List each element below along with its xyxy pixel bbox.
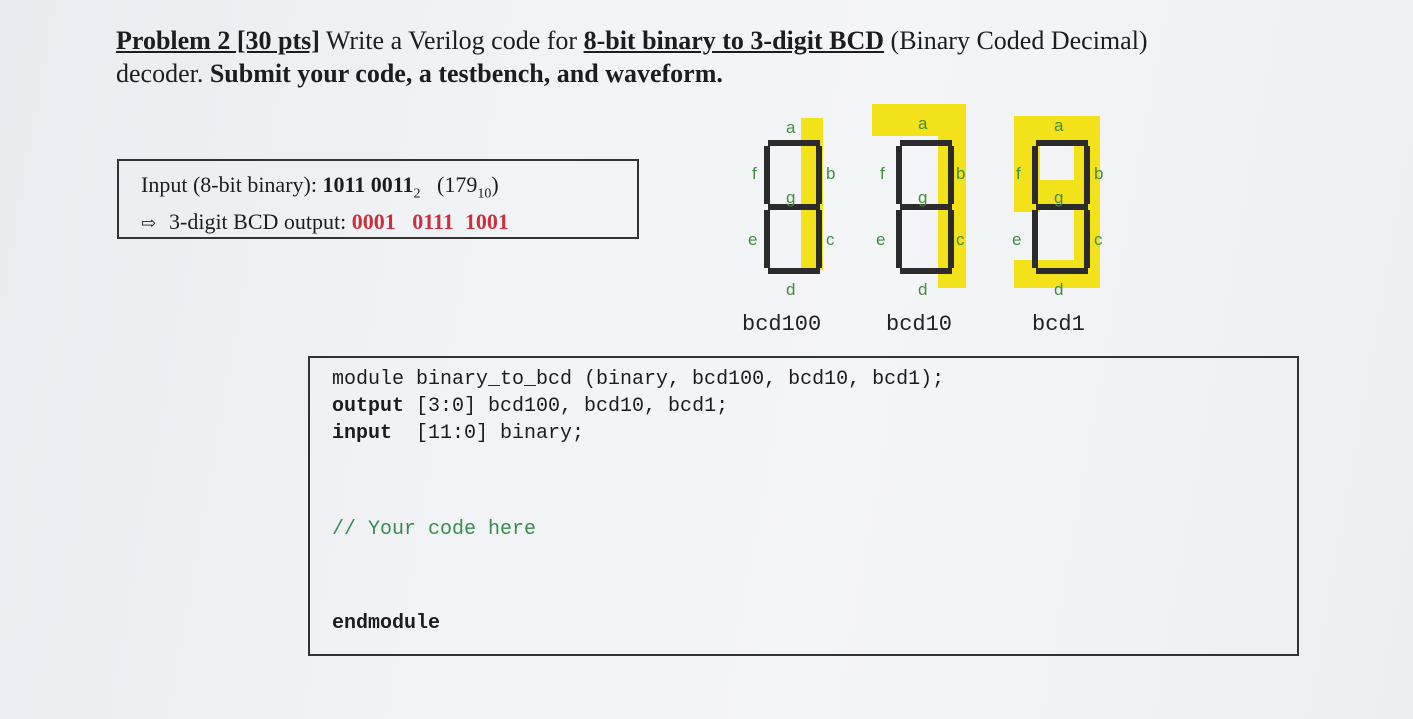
- label-e: e: [748, 230, 758, 249]
- digit-name-bcd10: bcd10: [886, 312, 953, 337]
- label-e: e: [1012, 230, 1022, 249]
- label-f: f: [752, 164, 757, 183]
- digit-bcd100: a f b g e c d: [740, 100, 870, 300]
- code-endmodule: endmodule: [332, 612, 441, 635]
- arrow-icon: ⇨: [141, 213, 157, 234]
- segment-c: [948, 210, 954, 268]
- segment-d: [768, 268, 820, 274]
- label-d: d: [786, 280, 796, 299]
- segment-e: [1032, 210, 1038, 268]
- segment-g: [1036, 204, 1088, 210]
- segment-e: [896, 210, 902, 268]
- output-value: 0001 0111 1001: [351, 209, 509, 235]
- label-g: g: [918, 188, 928, 207]
- problem-highlight: 8-bit binary to 3-digit BCD: [583, 26, 885, 55]
- code-line-output: output [3:0] bcd100, bcd10, bcd1;: [332, 395, 728, 418]
- label-b: b: [826, 164, 836, 183]
- segment-a: [1036, 140, 1088, 146]
- code-line-module: module binary_to_bcd (binary, bcd100, bc…: [332, 368, 945, 391]
- decimal-close: ): [491, 172, 499, 197]
- segment-f: [1032, 146, 1038, 204]
- label-c: c: [1094, 230, 1103, 249]
- segment-c: [1084, 210, 1090, 268]
- digit-bcd10: a f b g e c d: [872, 100, 1002, 300]
- segment-g: [900, 204, 952, 210]
- label-b: b: [1094, 164, 1104, 183]
- label-d: d: [918, 280, 928, 299]
- segment-f: [764, 146, 770, 204]
- output-line: ⇨ 3-digit BCD output: 0001 0111 1001: [141, 208, 637, 237]
- segment-b: [948, 146, 954, 204]
- label-a: a: [786, 118, 796, 137]
- input-label: Input (8-bit binary):: [141, 172, 323, 197]
- label-c: c: [956, 230, 965, 249]
- label-b: b: [956, 164, 966, 183]
- label-d: d: [1054, 280, 1064, 299]
- label-c: c: [826, 230, 835, 249]
- decimal-base: 10: [477, 186, 492, 202]
- label-a: a: [1054, 116, 1064, 135]
- keyword-output: output: [332, 395, 405, 418]
- segment-b: [1084, 146, 1090, 204]
- segment-g: [768, 204, 820, 210]
- label-g: g: [786, 188, 796, 207]
- segment-f: [896, 146, 902, 204]
- problem-text-after: (Binary Coded Decimal): [884, 26, 1148, 55]
- problem-statement: Problem 2 [30 pts] Write a Verilog code …: [116, 24, 1296, 90]
- problem-label: Problem 2 [30 pts]: [116, 26, 320, 55]
- segment-d: [900, 268, 952, 274]
- code-template-box: module binary_to_bcd (binary, bcd100, bc…: [308, 356, 1299, 656]
- segment-b: [816, 146, 822, 204]
- segment-a: [768, 140, 820, 146]
- label-g: g: [1054, 188, 1064, 207]
- label-a: a: [918, 114, 928, 133]
- input-line: Input (8-bit binary): 1011 00112 (17910): [141, 171, 637, 208]
- input-value: 1011 0011: [322, 172, 414, 197]
- code-line-input: input [11:0] binary;: [332, 422, 584, 445]
- input-decl: [11:0] binary;: [392, 422, 585, 445]
- problem-line2: decoder.: [116, 59, 210, 88]
- problem-text: Write a Verilog code for: [319, 26, 584, 55]
- segment-d: [1036, 268, 1088, 274]
- example-box: Input (8-bit binary): 1011 00112 (17910)…: [117, 159, 639, 239]
- decimal-open: (179: [437, 172, 478, 197]
- digit-name-bcd100: bcd100: [742, 312, 822, 337]
- output-label: 3-digit BCD output:: [169, 209, 352, 235]
- code-comment: // Your code here: [332, 518, 537, 541]
- label-f: f: [1016, 164, 1021, 183]
- input-base: 2: [413, 186, 421, 202]
- digit-bcd1: a f b g e c d: [1008, 100, 1138, 300]
- output-decl: [3:0] bcd100, bcd10, bcd1;: [404, 395, 729, 418]
- label-e: e: [876, 230, 886, 249]
- segment-a: [900, 140, 952, 146]
- digit-name-bcd1: bcd1: [1032, 312, 1085, 337]
- keyword-input: input: [332, 422, 393, 445]
- segment-e: [764, 210, 770, 268]
- segment-c: [816, 210, 822, 268]
- label-f: f: [880, 164, 885, 183]
- problem-line2-bold: Submit your code, a testbench, and wavef…: [209, 59, 723, 88]
